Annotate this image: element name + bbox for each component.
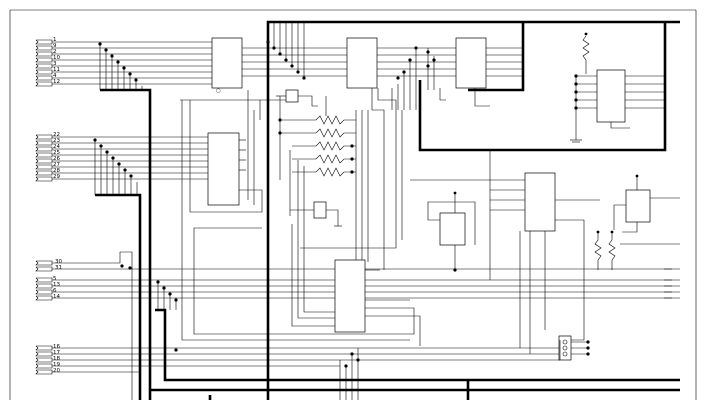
pin-label: 13 [53, 282, 60, 288]
output-stubs [664, 268, 672, 299]
bus-taps [266, 22, 436, 110]
pin-label: 3 [53, 61, 57, 67]
connector-group-a-labels: 1 9 2 10 3 11 4 12 [53, 37, 60, 85]
pin-label: 25 [53, 150, 60, 156]
connector-pins [35, 345, 53, 375]
connector-pins [35, 134, 53, 182]
connector-group-d: 5 13 6 14 [35, 276, 680, 310]
pin-label: 31 [55, 265, 62, 271]
resistor-array [278, 96, 369, 262]
pin-label: 5 [53, 276, 57, 282]
connector-group-b-labels: 22 23 24 25 26 27 28 29 [53, 132, 60, 180]
ic-u6 [193, 160, 421, 346]
pin-label: 28 [53, 168, 60, 174]
pin-label: 1 [53, 37, 57, 43]
svg-text:○: ○ [216, 88, 221, 94]
connector-pins [35, 277, 53, 301]
pin-label: 27 [53, 162, 60, 168]
ic-u1: ○ [211, 37, 243, 94]
page-border [9, 9, 697, 400]
diode-pair [180, 89, 318, 107]
pin-label: 14 [53, 294, 60, 300]
connector-pins [35, 39, 53, 87]
connector-group-e: 16 17 18 19 20 [35, 344, 560, 375]
bottom-taps [174, 348, 360, 400]
pin-label: 17 [53, 350, 60, 356]
pin-label: 12 [53, 79, 60, 85]
ic-u2 [242, 37, 378, 89]
pin-label: 11 [53, 67, 60, 73]
pin-label: 2 [53, 49, 57, 55]
ic-u7 [427, 191, 476, 272]
connector-group-a: 1 9 2 10 3 11 4 12 [35, 37, 212, 90]
pin-label: 4 [53, 73, 57, 79]
pin-label: 24 [53, 144, 60, 150]
pin-label: 10 [53, 55, 60, 61]
ic-u9 [613, 174, 680, 245]
pin-label: 19 [53, 362, 60, 368]
interconnects [247, 88, 561, 360]
pin-label: 22 [53, 132, 60, 138]
diode-pair-2 [289, 150, 342, 227]
connector-group-c: 30 31 [35, 251, 680, 400]
pin-label: 16 [53, 344, 60, 350]
pin-label: 23 [53, 138, 60, 144]
ic-u5 [181, 100, 410, 341]
ic-u4 [570, 32, 665, 143]
main-bus [95, 20, 680, 400]
pin-label: 26 [53, 156, 60, 162]
pin-label: 30 [55, 259, 62, 265]
pin-label: 20 [53, 368, 60, 374]
resistor-pair [594, 230, 616, 270]
pin-label: 9 [53, 43, 57, 49]
connector-group-b: 22 23 24 25 26 27 28 29 [35, 132, 210, 195]
pin-label: 29 [53, 174, 60, 180]
pin-label: 18 [53, 356, 60, 362]
terminal-block [558, 335, 590, 361]
connector-pins [35, 260, 53, 272]
ic-u3 [377, 37, 523, 107]
pin-label: 6 [53, 288, 57, 294]
ic-u8 [410, 150, 600, 341]
